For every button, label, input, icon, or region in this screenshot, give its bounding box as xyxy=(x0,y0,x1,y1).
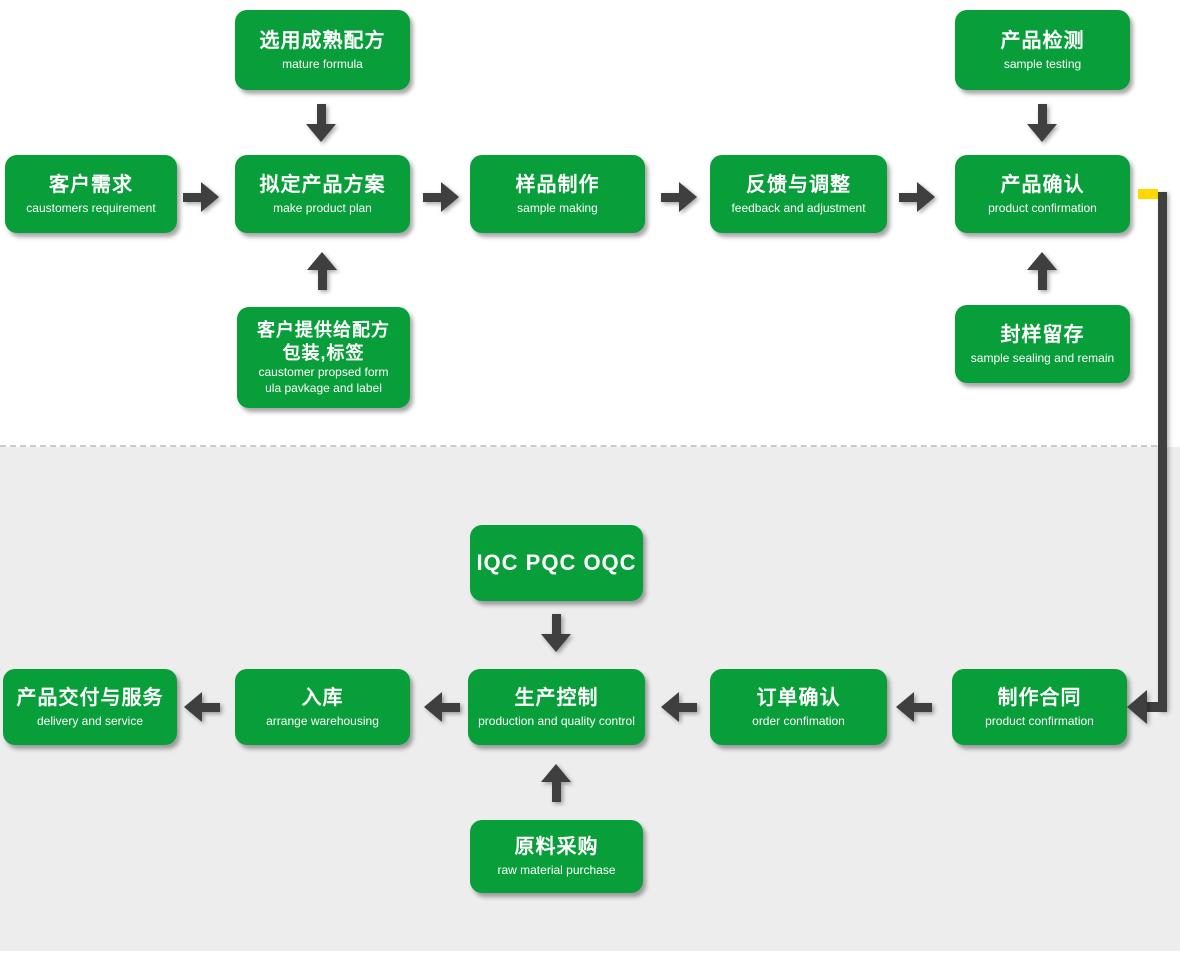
node-product-confirmation: 产品确认 product confirmation xyxy=(955,155,1130,233)
arrow-mature-formula-to-product-plan xyxy=(306,104,336,142)
node-production-control: 生产控制 production and quality control xyxy=(468,669,645,745)
node-title: 制作合同 xyxy=(997,686,1082,709)
node-title: 选用成熟配方 xyxy=(259,29,386,52)
arrow-contract-to-order-confirmation xyxy=(896,692,932,722)
node-title: 产品交付与服务 xyxy=(16,686,164,709)
node-title: IQC PQC OQC xyxy=(476,550,637,576)
arrow-feedback-to-product-confirmation xyxy=(899,182,935,212)
node-title-line2: 包装,标签 xyxy=(282,342,365,363)
arrow-sample-making-to-feedback xyxy=(661,182,697,212)
section-divider-dashed-line xyxy=(0,445,1157,447)
connector-horizontal-shaft xyxy=(1146,702,1158,712)
node-subtitle: feedback and adjustment xyxy=(731,200,866,215)
node-subtitle: raw material purchase xyxy=(497,863,616,877)
arrow-sample-sealing-to-product-confirmation xyxy=(1027,252,1057,290)
node-subtitle: arrange warehousing xyxy=(266,713,379,728)
node-warehousing: 入库 arrange warehousing xyxy=(235,669,410,745)
arrow-customer-requirement-to-product-plan xyxy=(183,182,219,212)
node-subtitle: order confimation xyxy=(752,713,845,728)
connector-arrowhead-left xyxy=(1127,690,1147,724)
arrow-warehousing-to-delivery xyxy=(184,692,220,722)
node-subtitle: caustomers requirement xyxy=(26,200,156,215)
node-order-confirmation: 订单确认 order confimation xyxy=(710,669,887,745)
node-title: 生产控制 xyxy=(514,686,599,709)
node-customer-formula: 客户提供给配方 包装,标签 caustomer propsed form ula… xyxy=(237,307,410,408)
node-title-line1: 客户提供给配方 xyxy=(257,320,390,340)
node-sample-sealing: 封样留存 sample sealing and remain xyxy=(955,305,1130,383)
node-title: 样品制作 xyxy=(515,173,600,196)
arrow-raw-material-to-production-control xyxy=(541,764,571,802)
node-subtitle-line1: caustomer propsed form xyxy=(258,365,389,379)
node-mature-formula: 选用成熟配方 mature formula xyxy=(235,10,410,90)
node-title: 产品确认 xyxy=(1000,173,1085,196)
connector-yellow-segment xyxy=(1138,189,1158,199)
node-sample-testing: 产品检测 sample testing xyxy=(955,10,1130,90)
node-subtitle: production and quality control xyxy=(478,713,635,728)
node-title: 原料采购 xyxy=(514,836,599,858)
node-contract: 制作合同 product confirmation xyxy=(952,669,1127,745)
node-title: 拟定产品方案 xyxy=(259,173,386,196)
node-delivery-service: 产品交付与服务 delivery and service xyxy=(3,669,177,745)
arrow-sample-testing-to-product-confirmation xyxy=(1027,104,1057,142)
arrow-production-control-to-warehousing xyxy=(424,692,460,722)
node-subtitle: sample making xyxy=(517,200,598,215)
node-subtitle: product confirmation xyxy=(985,713,1094,728)
node-raw-material: 原料采购 raw material purchase xyxy=(470,820,643,893)
node-product-plan: 拟定产品方案 make product plan xyxy=(235,155,410,233)
node-subtitle: delivery and service xyxy=(36,713,144,728)
node-feedback-adjustment: 反馈与调整 feedback and adjustment xyxy=(710,155,887,233)
node-iqc-pqc-oqc: IQC PQC OQC xyxy=(470,525,643,601)
node-title: 入库 xyxy=(301,686,344,709)
arrow-product-plan-to-sample-making xyxy=(423,182,459,212)
node-subtitle: sample testing xyxy=(1003,56,1082,71)
node-subtitle: sample sealing and remain xyxy=(970,350,1115,365)
node-title: 订单确认 xyxy=(756,686,841,709)
arrow-iqc-to-production-control xyxy=(541,614,571,652)
node-title: 反馈与调整 xyxy=(746,173,851,196)
arrow-order-confirmation-to-production-control xyxy=(661,692,697,722)
arrow-customer-formula-to-product-plan xyxy=(307,252,337,290)
node-customer-requirement: 客户需求 caustomers requirement xyxy=(5,155,177,233)
node-subtitle: product confirmation xyxy=(988,200,1097,215)
node-subtitle-line2: ula pavkage and label xyxy=(265,381,382,395)
connector-vertical-line xyxy=(1158,192,1167,712)
node-subtitle: make product plan xyxy=(273,200,372,215)
node-subtitle: mature formula xyxy=(282,56,363,71)
node-title: 客户需求 xyxy=(49,173,133,196)
node-title: 产品检测 xyxy=(1000,29,1085,52)
node-title: 封样留存 xyxy=(1000,323,1085,346)
node-sample-making: 样品制作 sample making xyxy=(470,155,645,233)
